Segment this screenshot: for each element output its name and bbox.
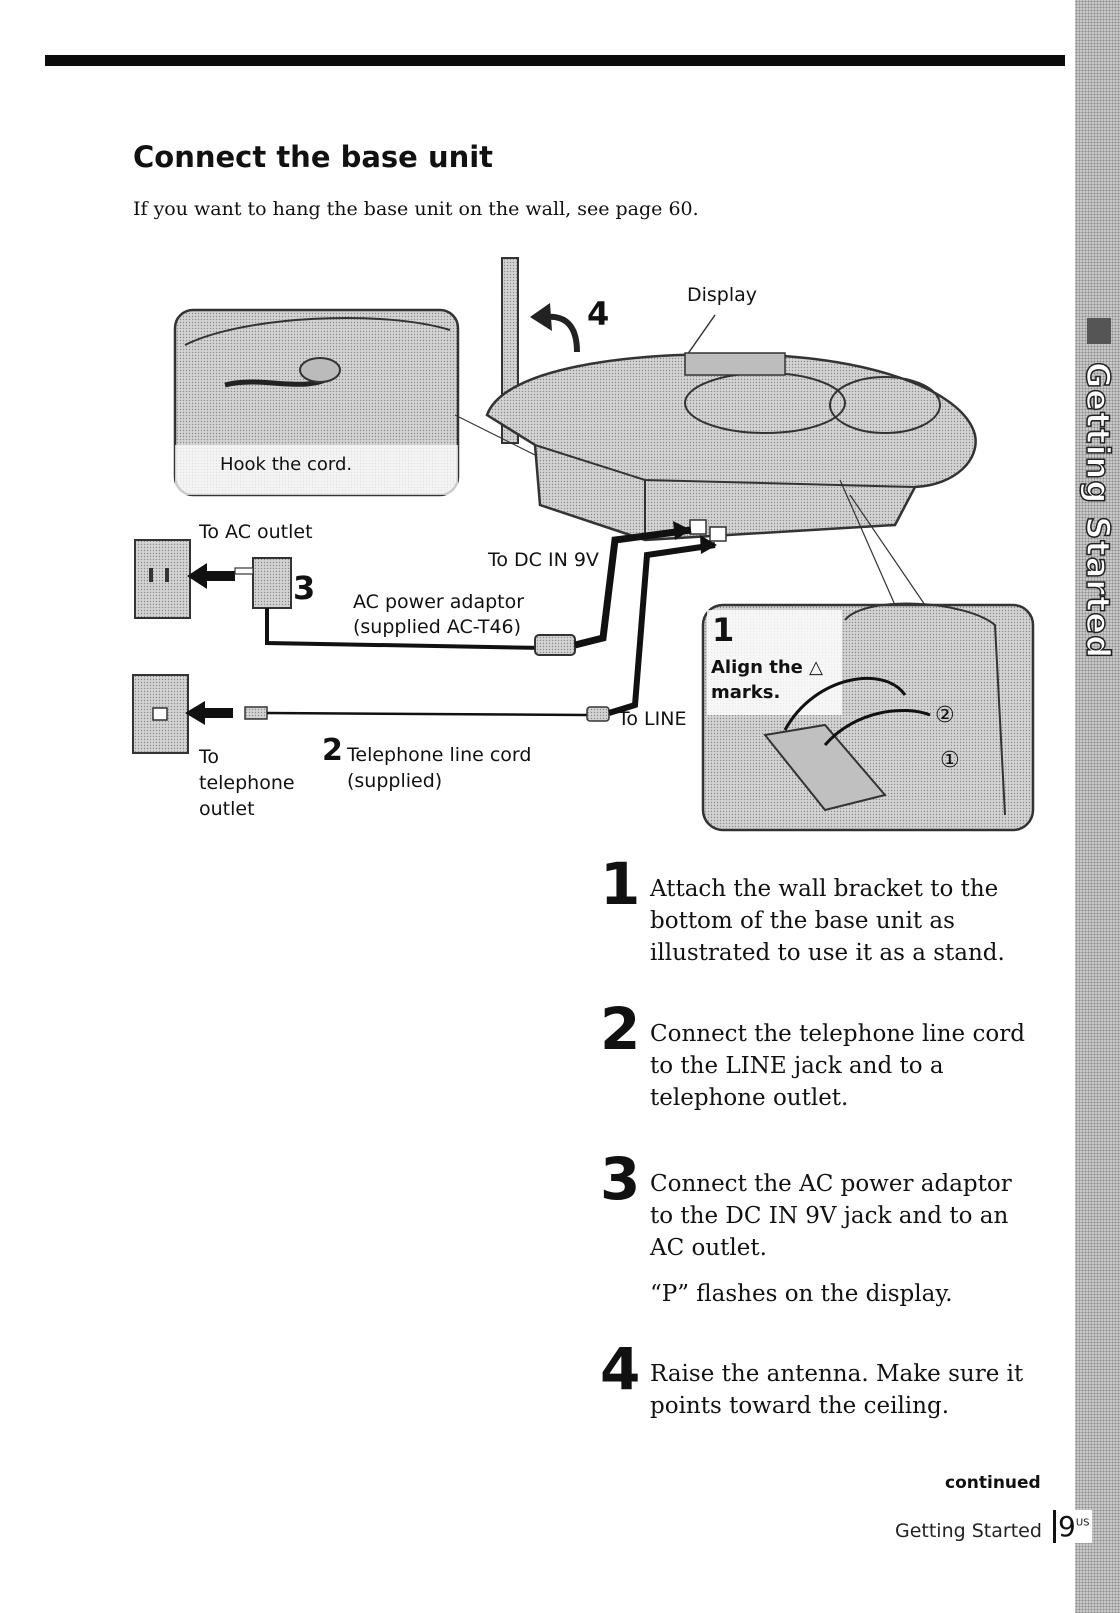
step-number: 4 <box>600 1335 641 1403</box>
page-number-suffix: US <box>1075 1517 1090 1529</box>
label-adaptor-model: (supplied AC-T46) <box>353 616 522 638</box>
label-to-line: To LINE <box>618 708 687 730</box>
page-title: Connect the base unit <box>133 140 494 174</box>
figure-step-4: 4 <box>587 295 610 333</box>
step-number: 3 <box>600 1145 641 1213</box>
continued-label: continued <box>945 1473 1041 1493</box>
figure-step-1: 1 <box>712 611 735 649</box>
figure-step-2: 2 <box>322 733 343 768</box>
step-text: Connect the AC power adaptor to the DC I… <box>650 1171 1012 1261</box>
connection-diagram <box>132 257 1035 832</box>
label-cord-supplied: (supplied) <box>347 770 443 792</box>
step-text: Raise the antenna. Make sure it points t… <box>650 1361 1024 1419</box>
step-text: Attach the wall bracket to the bottom of… <box>650 876 1005 966</box>
label-adaptor-name: AC power adaptor <box>353 591 525 613</box>
label-align-marks: Align the △ <box>711 657 823 678</box>
page-number-value: 9 <box>1058 1510 1076 1543</box>
label-cord-name: Telephone line cord <box>347 744 532 766</box>
step-number: 1 <box>600 850 641 918</box>
label-align-marks-2: marks. <box>711 682 781 703</box>
connection-illustration: Display 4 Hook the cord. To AC outlet To… <box>125 255 1045 835</box>
figure-step-3: 3 <box>293 569 316 607</box>
intro-text: If you want to hang the base unit on the… <box>133 198 699 220</box>
side-tab-marker <box>1087 318 1111 344</box>
label-to-ac-outlet: To AC outlet <box>199 521 313 543</box>
label-hook-cord: Hook the cord. <box>220 454 353 475</box>
circle-mark-2: ② <box>935 703 955 728</box>
step-text: Connect the telephone line cord to the L… <box>650 1021 1025 1111</box>
label-display: Display <box>687 284 758 306</box>
side-tab-label: Getting Started <box>1078 361 1118 659</box>
label-to-dc-in: To DC IN 9V <box>488 549 599 571</box>
label-to-tel-2: telephone <box>199 772 295 794</box>
page-number: 9US <box>1053 1510 1092 1543</box>
step-note: “P” flashes on the display. <box>650 1281 953 1307</box>
step-number: 2 <box>600 995 641 1063</box>
section-side-tab <box>1075 0 1120 1613</box>
label-to-tel-3: outlet <box>199 798 255 820</box>
footer-section-name: Getting Started <box>895 1520 1042 1542</box>
circle-mark-1: ① <box>940 748 960 773</box>
label-to-tel-1: To <box>199 746 220 768</box>
top-rule <box>45 55 1065 66</box>
